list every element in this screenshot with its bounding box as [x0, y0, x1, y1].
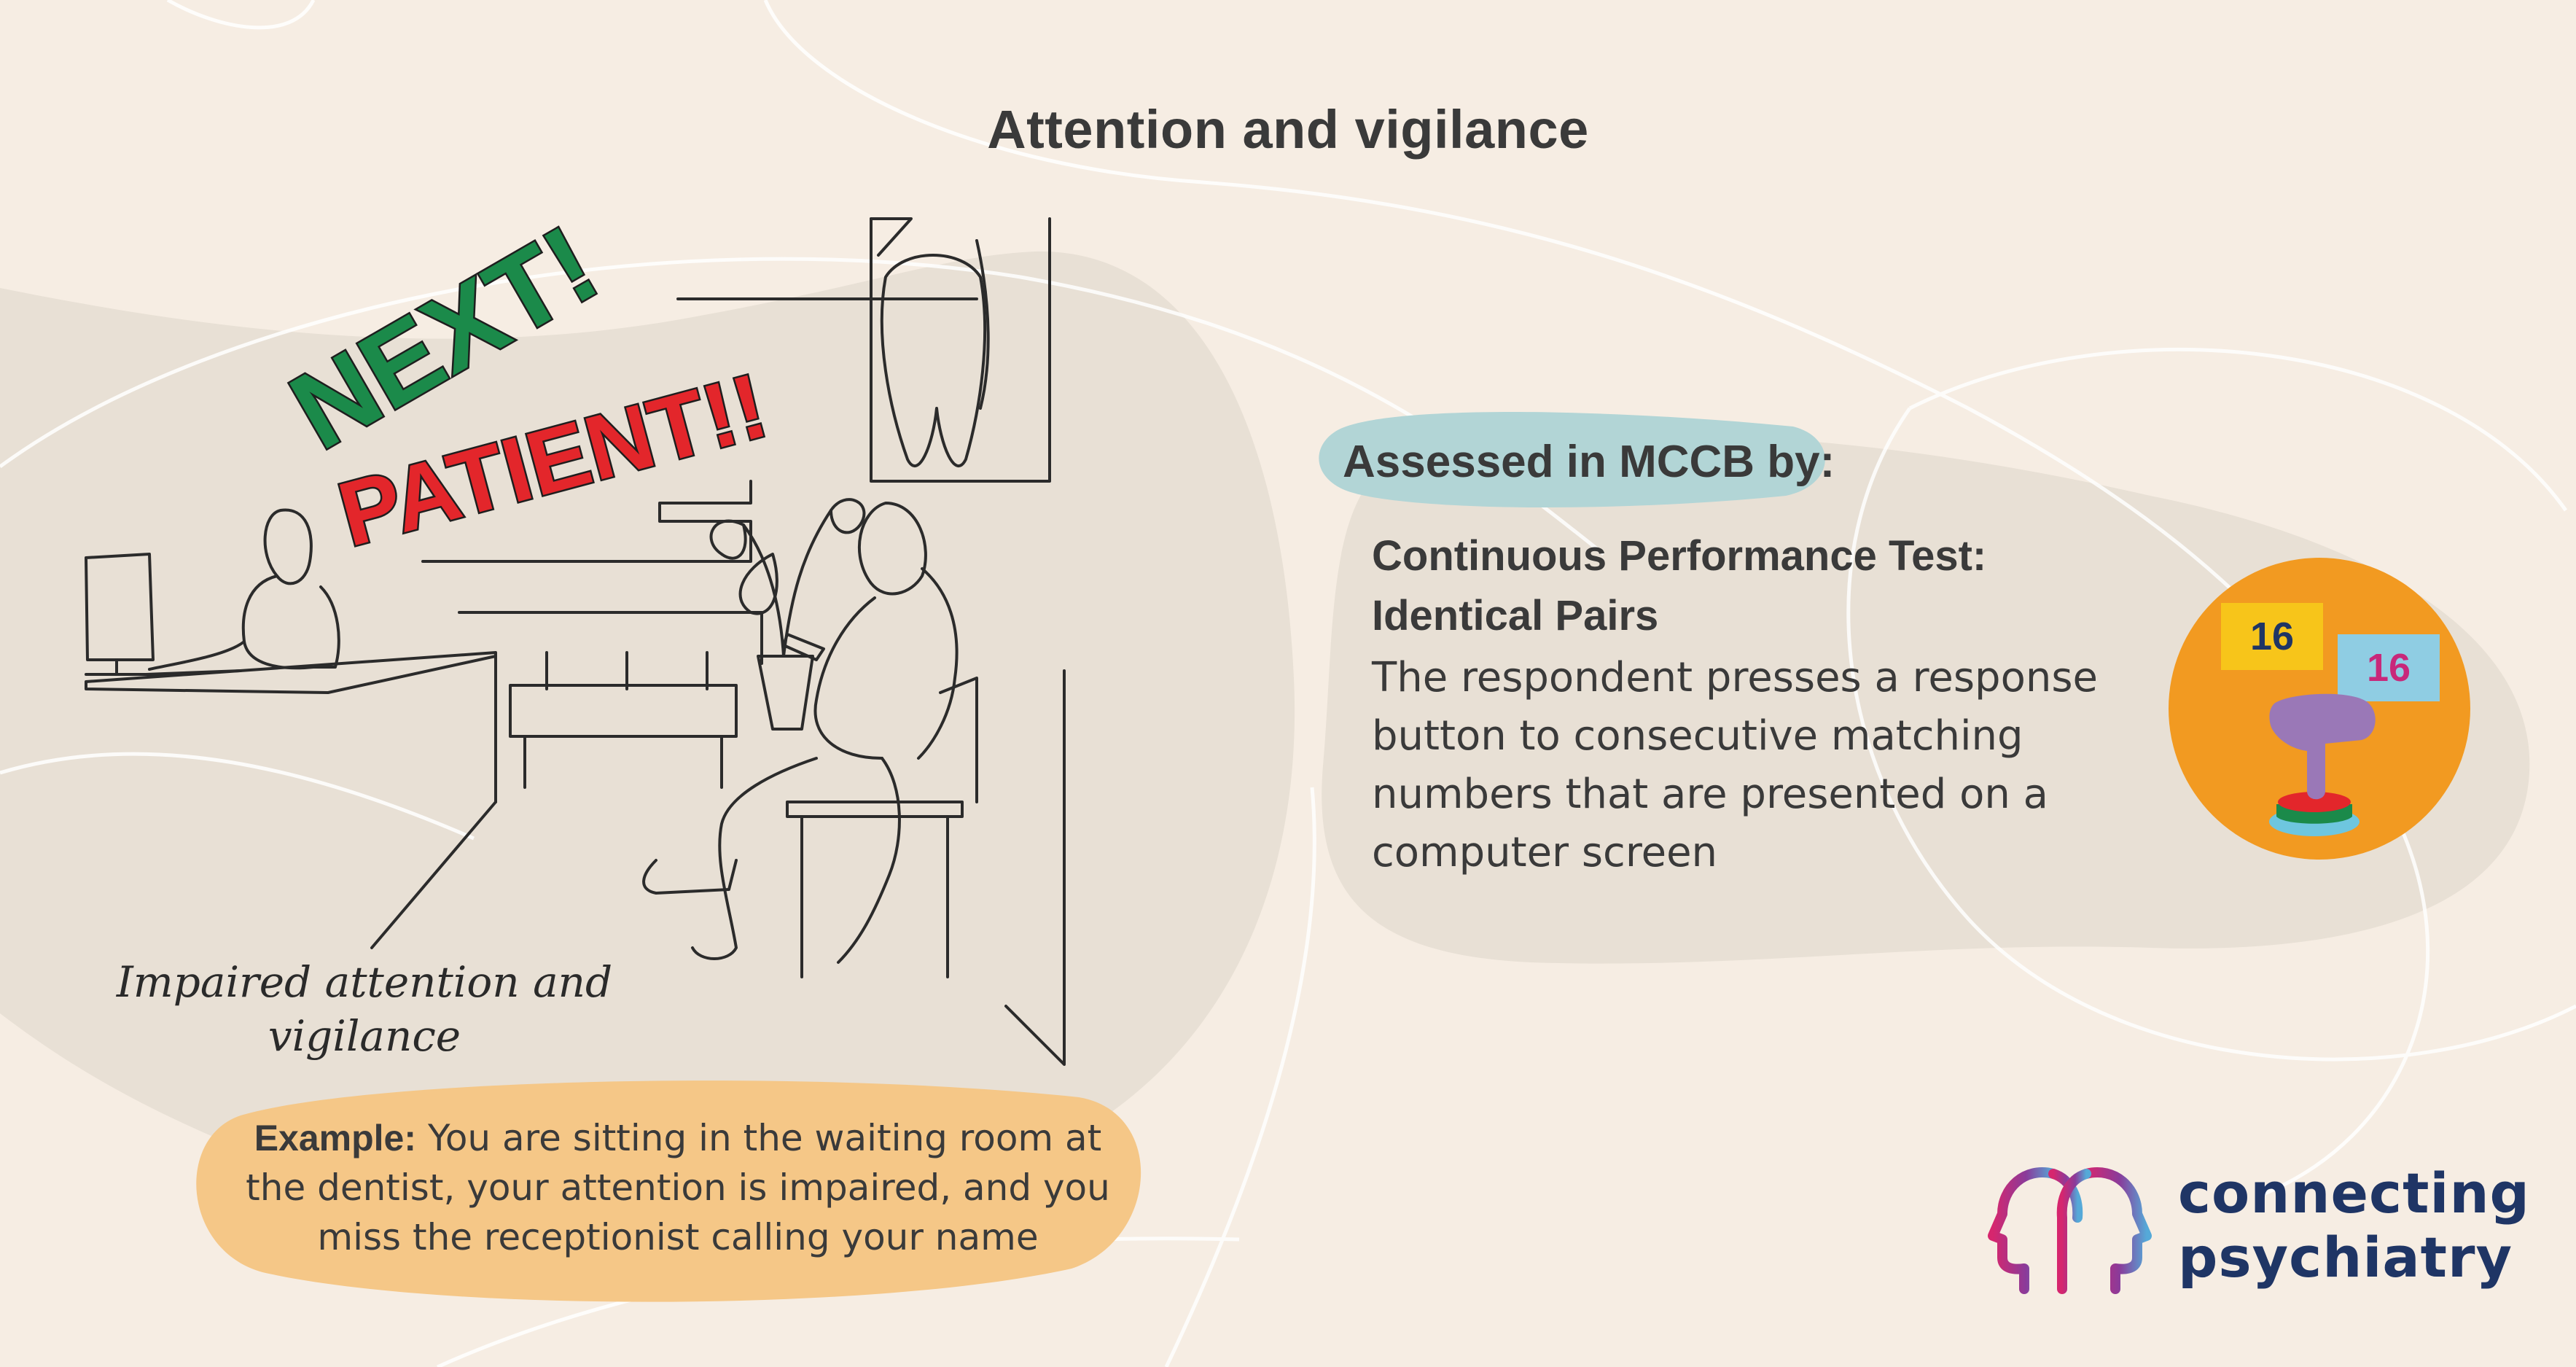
assessed-label: Assessed in MCCB by: [1343, 437, 1835, 487]
logo-heads-icon [1988, 1167, 2152, 1294]
example-box: Example: You are sitting in the waiting … [219, 1113, 1137, 1262]
logo-line2: psychiatry [2178, 1225, 2513, 1290]
hand-icon [2269, 693, 2376, 800]
button-top [2278, 792, 2351, 812]
example-text: You are sitting in the waiting room at t… [246, 1117, 1110, 1258]
waiting-room-illustration [85, 217, 1066, 1066]
number-right: 16 [2366, 646, 2411, 690]
card-left [2221, 603, 2323, 670]
next-patient-shout: NEXT! PATIENT!! [277, 204, 779, 568]
page-title: Attention and vigilance [987, 99, 1589, 160]
example-highlight [196, 1080, 1141, 1302]
test-name-line2: Identical Pairs [1372, 592, 1659, 639]
right-blob [1322, 435, 2530, 964]
cpt-icon: 16 16 [2169, 558, 2471, 860]
card-right [2338, 634, 2440, 701]
number-left: 16 [2249, 615, 2295, 658]
example-label: Example: [254, 1118, 417, 1158]
test-name-line1: Continuous Performance Test: [1372, 532, 1987, 580]
logo-wordmark: connecting psychiatry [2178, 1161, 2530, 1290]
cpt-icon-graphic [2169, 558, 2470, 860]
illustration-caption: Impaired attention and vigilance [116, 957, 613, 1061]
logo-line1: connecting [2178, 1161, 2530, 1226]
test-name: Continuous Performance Test: Identical P… [1372, 526, 2174, 646]
test-description: The respondent presses a response button… [1372, 654, 2098, 876]
assessed-highlight [1319, 412, 1825, 508]
